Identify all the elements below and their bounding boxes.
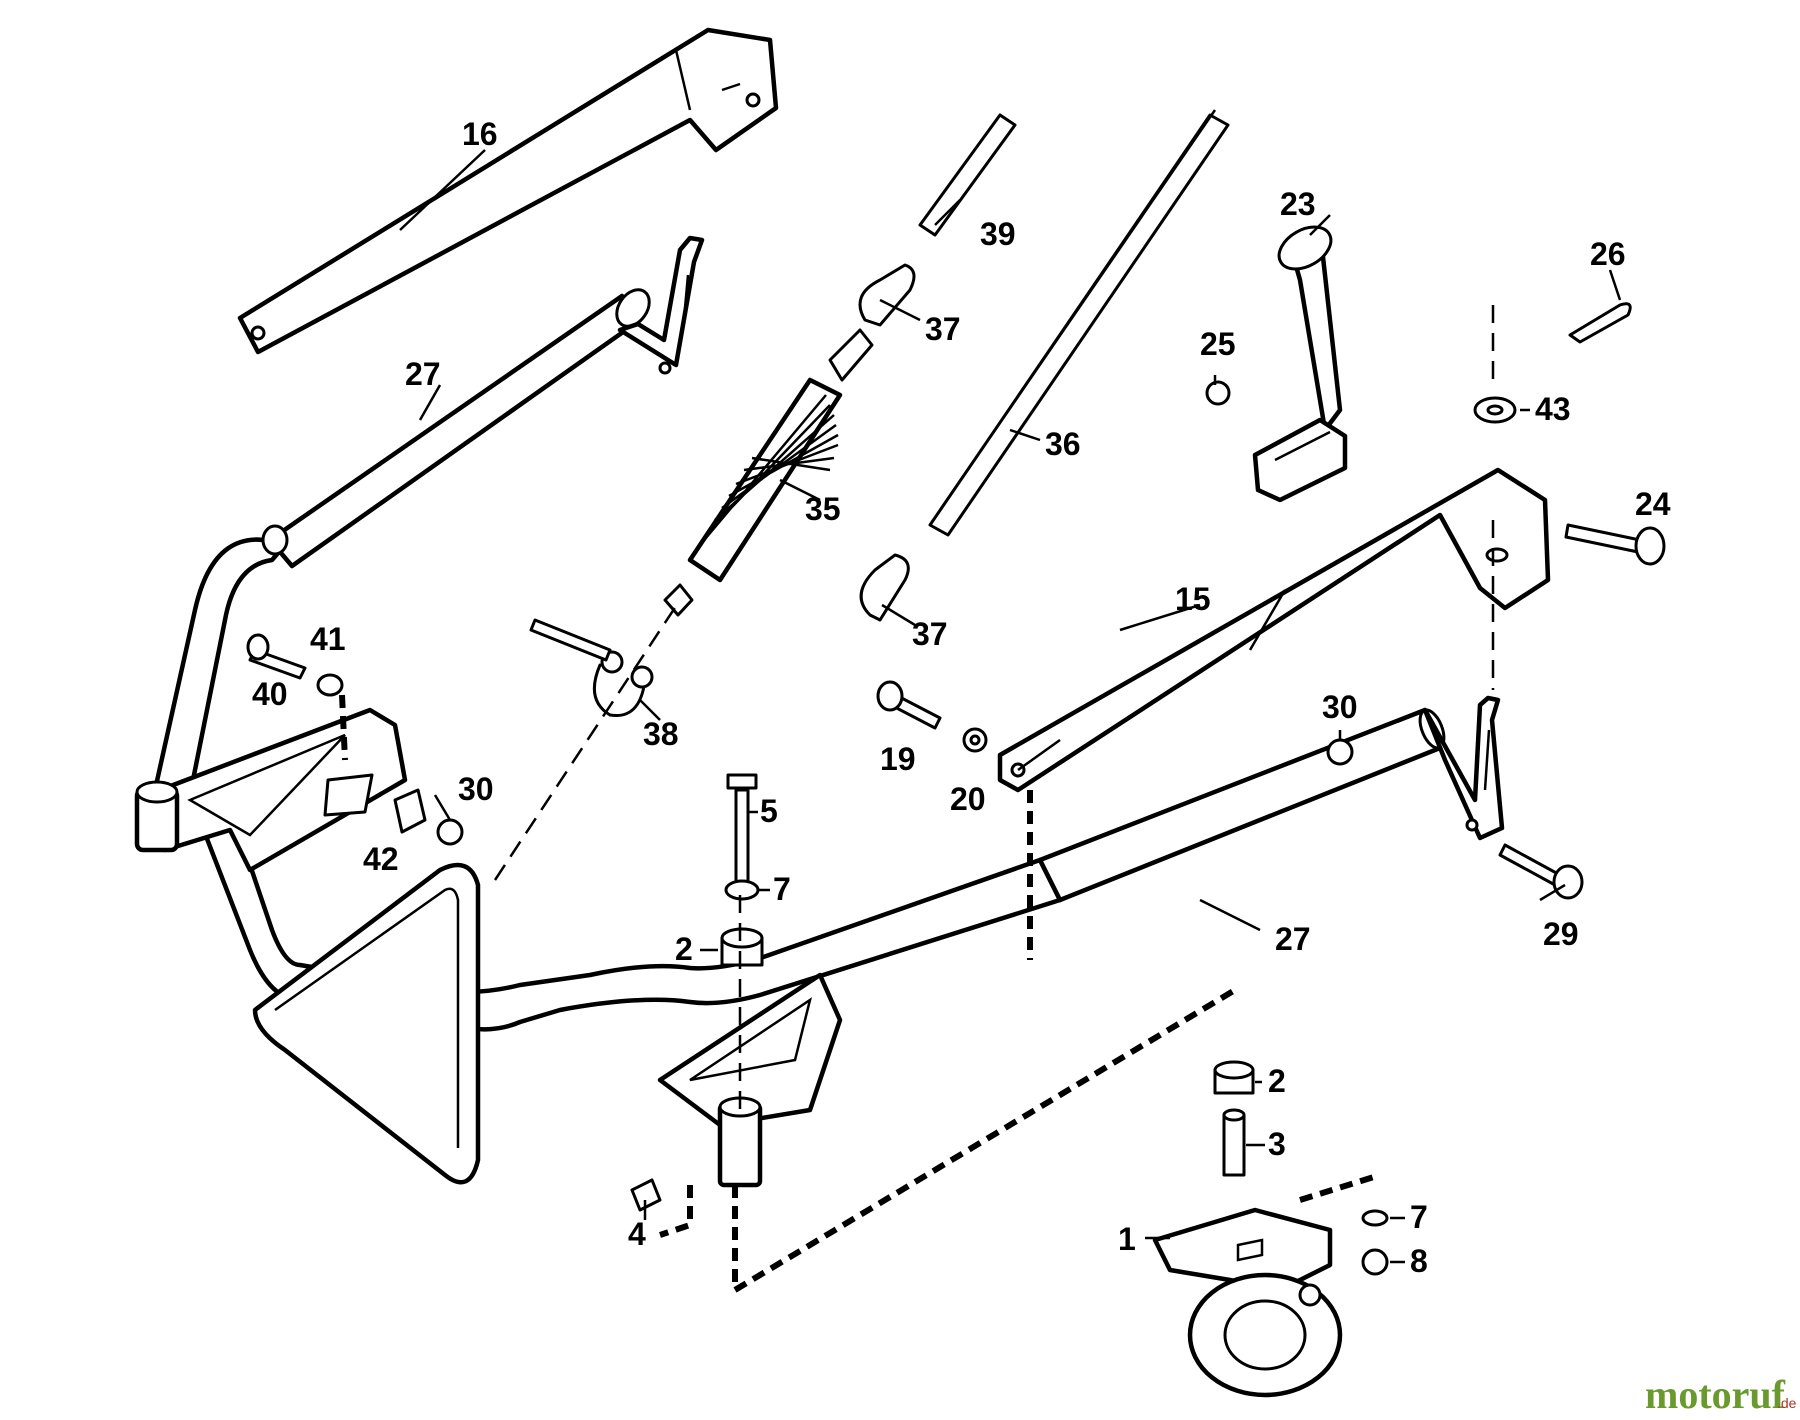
part-29-knob [1498, 843, 1584, 900]
part-7-washer-left [724, 879, 760, 901]
label-37-upper: 37 [925, 311, 961, 347]
part-15-bar [997, 467, 1551, 793]
label-19: 19 [880, 741, 916, 777]
part-16-bar [237, 27, 779, 355]
label-26: 26 [1590, 236, 1626, 272]
label-39: 39 [980, 216, 1016, 252]
label-29: 29 [1543, 916, 1579, 952]
label-8: 8 [1410, 1243, 1428, 1279]
part-30-nut-left [436, 818, 464, 846]
label-25: 25 [1200, 326, 1236, 362]
triangle-loop-handle [252, 862, 481, 1185]
part-25-washer [1205, 380, 1231, 406]
label-16: 16 [462, 116, 498, 152]
center-spindle-bracket [657, 972, 843, 1188]
label-37-lower: 37 [912, 616, 948, 652]
label-30-right: 30 [1322, 689, 1358, 725]
part-8-nut [1361, 1248, 1389, 1276]
label-7-right: 7 [1410, 1199, 1428, 1235]
watermark: motoruf .de [1645, 1372, 1797, 1417]
part-4-fitting [630, 1178, 662, 1212]
part-41-spacer [316, 673, 344, 697]
label-27-lower: 27 [1275, 921, 1311, 957]
part-40-bolt [246, 633, 307, 680]
part-36-chain [928, 109, 1230, 537]
label-43: 43 [1535, 391, 1571, 427]
part-27-lower-tube-bracket [1422, 695, 1505, 841]
part-24-bolt [1564, 523, 1666, 566]
label-2-left: 2 [675, 931, 693, 967]
part-35-spring [663, 328, 874, 617]
part-1-caster-wheel [1152, 1207, 1343, 1398]
label-4: 4 [628, 1216, 646, 1252]
part-2-bushing-right [1213, 1060, 1255, 1095]
label-5: 5 [760, 793, 778, 829]
label-35: 35 [805, 491, 841, 527]
label-20: 20 [950, 781, 986, 817]
label-2-right: 2 [1268, 1063, 1286, 1099]
part-5-bolt [726, 773, 758, 892]
part-42-block [393, 788, 427, 834]
part-37-hook-upper [858, 263, 916, 327]
part-labels: 16 27 39 37 36 35 37 38 23 26 25 43 24 1… [252, 116, 1671, 1279]
label-38: 38 [643, 716, 679, 752]
part-27-upper-tube [267, 235, 705, 569]
label-36: 36 [1045, 426, 1081, 462]
label-27-upper: 27 [405, 356, 441, 392]
part-3-spacer [1222, 1108, 1246, 1177]
left-pivot-bracket [134, 524, 408, 873]
watermark-suffix: .de [1777, 1395, 1797, 1411]
part-20-washer [962, 727, 988, 753]
label-1: 1 [1118, 1221, 1136, 1257]
part-7-washer-right [1361, 1209, 1389, 1227]
part-30-nut-right [1326, 738, 1354, 766]
label-42: 42 [363, 841, 399, 877]
label-3: 3 [1268, 1126, 1286, 1162]
part-23-lever [1252, 225, 1348, 503]
assembly-lines [339, 305, 1495, 1293]
label-41: 41 [310, 621, 346, 657]
label-15: 15 [1175, 581, 1211, 617]
part-43-washer [1473, 396, 1517, 424]
label-7-left: 7 [773, 871, 791, 907]
label-30-left: 30 [458, 771, 494, 807]
watermark-text: motoruf [1645, 1372, 1786, 1417]
part-19-bolt [876, 680, 942, 730]
label-24: 24 [1635, 486, 1671, 522]
part-37-hook-lower [859, 553, 910, 622]
label-40: 40 [252, 676, 288, 712]
label-23: 23 [1280, 186, 1316, 222]
part-2-bushing-left [720, 927, 764, 967]
part-26-pin [1568, 302, 1632, 344]
leader-lines [399, 149, 1622, 1264]
part-39-chain [918, 113, 1017, 237]
